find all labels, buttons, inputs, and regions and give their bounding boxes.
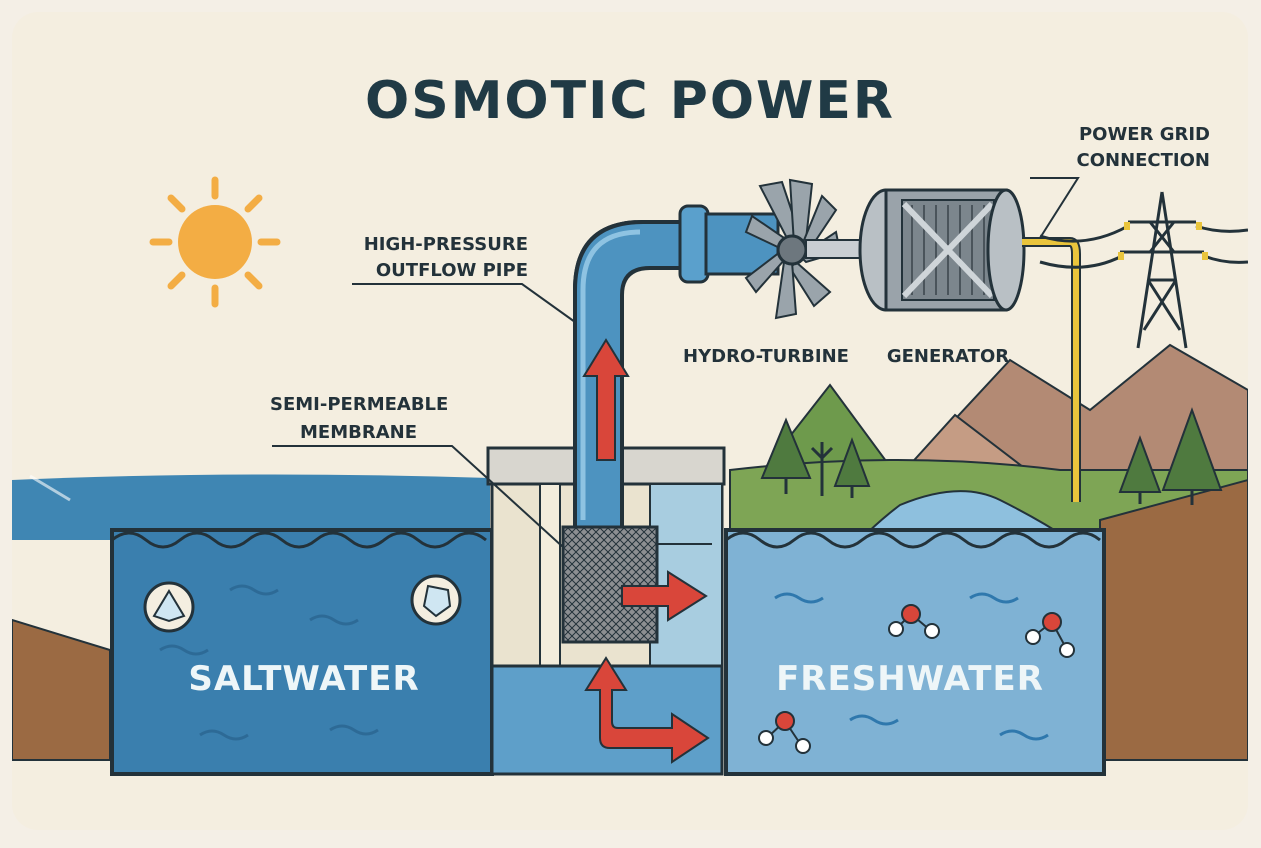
sun-icon [149,176,281,308]
salt-crystal-icon [143,574,462,633]
open-sea [12,474,490,540]
hydro-turbine [744,178,867,320]
transmission-tower-icon [1039,191,1248,349]
generator [858,188,1026,312]
leader-lines [272,177,1080,549]
freshwater-label: FRESHWATER [776,659,1044,699]
freshwater-tank [724,528,1106,776]
grid-label-line1: POWER GRID [1079,124,1210,145]
osmotic-power-diagram: OSMOTIC POWER [12,71,1248,776]
semi-permeable-membrane [561,525,659,644]
saltwater-tank [110,528,494,776]
river [857,490,1074,541]
grid-label-line2: CONNECTION [1077,150,1211,171]
right-cliff [1099,478,1248,761]
membrane-label-line2: MEMBRANE [300,422,417,443]
membrane-label-line1: SEMI-PERMEABLE [270,394,448,415]
generator-label: GENERATOR [887,346,1009,367]
pipe-label-line2: OUTFLOW PIPE [376,260,528,281]
water-molecule-icon [758,604,1075,754]
diagram-card: OSMOTIC POWER [12,12,1248,830]
left-shore [12,618,111,761]
saltwater-label: SALTWATER [188,659,419,699]
tree-icon [760,407,1223,505]
diagram-title: OSMOTIC POWER [365,71,895,131]
flow-arrows [582,338,710,764]
pipe-label-line1: HIGH-PRESSURE [364,234,528,255]
turbine-label: HYDRO-TURBINE [683,346,849,367]
